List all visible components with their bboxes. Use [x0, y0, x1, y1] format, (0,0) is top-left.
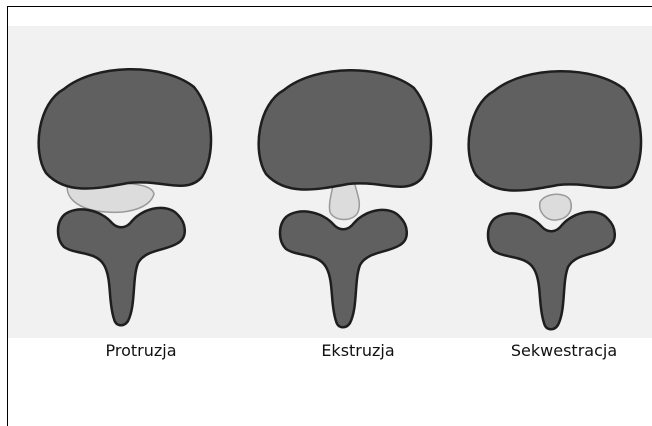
extrusion-label: Ekstruzja	[321, 341, 394, 360]
extrusion-illustration	[259, 70, 431, 327]
vertebral-arch	[488, 212, 615, 329]
vertebral-arch	[58, 208, 185, 325]
vertebral-body	[469, 71, 641, 190]
sequestration-label: Sekwestracja	[511, 341, 617, 360]
vertebral-arch	[280, 210, 407, 327]
frame-left-border	[7, 6, 8, 426]
protrusion-label: Protruzja	[105, 341, 176, 360]
vertebral-body	[39, 69, 211, 188]
vertebral-body	[259, 70, 431, 189]
sequestered-fragment	[540, 194, 572, 220]
frame-top-border	[7, 6, 652, 7]
sequestration-illustration	[469, 71, 641, 329]
protrusion-illustration	[39, 69, 211, 325]
